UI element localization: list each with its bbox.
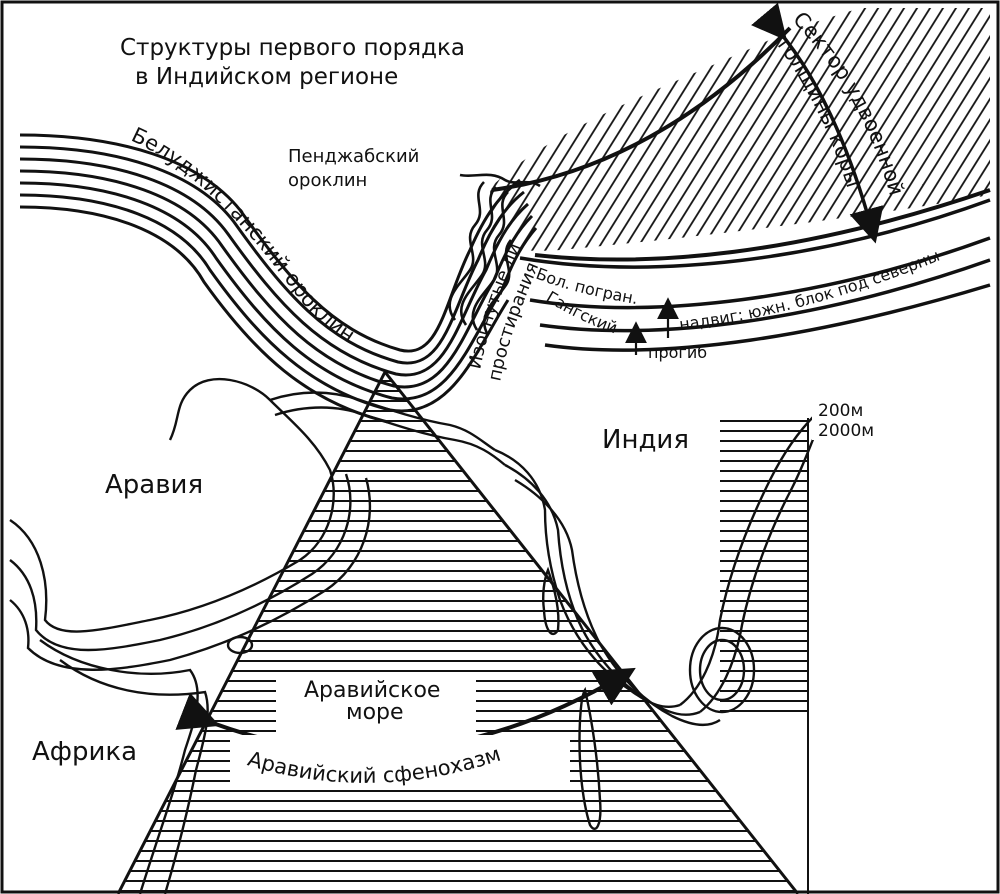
himalayan-belt-lines: [519, 198, 991, 352]
label-africa: Африка: [32, 737, 137, 767]
sector-southern-boundary: [534, 188, 991, 262]
label-india: Индия: [602, 425, 689, 455]
arabian-sphenochasm-hatch: [118, 372, 808, 894]
label-depth-2000: 2000м: [818, 421, 874, 441]
label-sea-line1: Аравийское: [304, 678, 440, 703]
sphenochasm-label-mask: [230, 735, 570, 790]
label-arabia: Аравия: [105, 470, 203, 500]
sphenochasm-triangle: [116, 371, 800, 894]
sector-arrow: [751, 2, 884, 244]
label-depth-200: 200м: [818, 401, 863, 421]
label-trough: прогиб: [648, 343, 707, 362]
map-title-line2: в Индийском регионе: [135, 64, 398, 90]
label-punjab-line2: ороклин: [288, 170, 367, 191]
sector-doubled-crust: [490, 8, 991, 262]
map-title-line1: Структуры первого порядка: [120, 35, 465, 61]
punjab-orocline-folds: [448, 173, 541, 336]
label-sea-line2: море: [346, 700, 404, 725]
label-punjab-line1: Пенджабский: [288, 146, 419, 167]
depth-legend-mask: [812, 400, 892, 440]
